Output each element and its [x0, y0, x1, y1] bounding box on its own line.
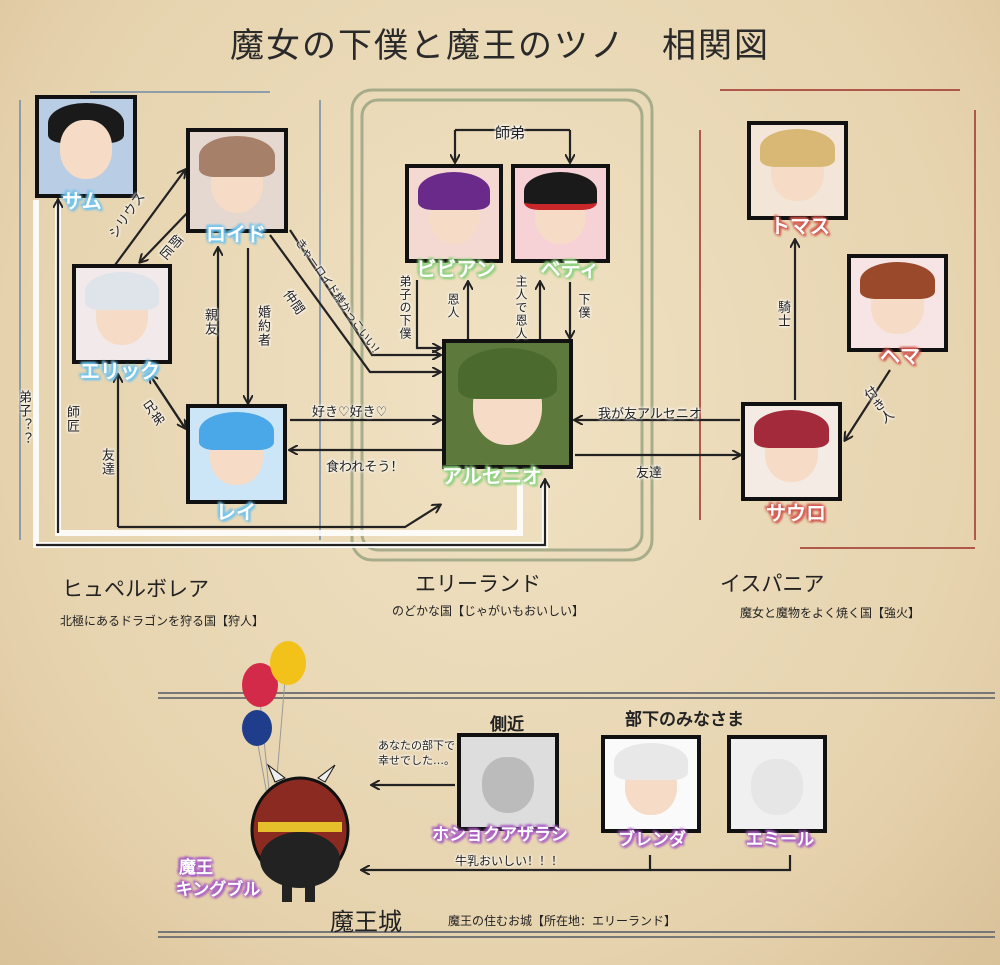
- label-kishi: 騎士: [775, 300, 790, 328]
- label-shisho-sam: 師匠: [64, 405, 79, 433]
- name-arsenio: アルセニオ: [442, 464, 542, 488]
- label-anata: あなたの部下で幸せでした…。: [378, 739, 455, 767]
- king-bull-figure: [250, 763, 350, 902]
- name-king-line1: 魔王: [179, 858, 213, 878]
- region-hyperborea-sub: 北極にあるドラゴンを狩る国【狩人】: [60, 614, 265, 628]
- portrait-saulo[interactable]: [741, 402, 842, 501]
- portrait-hoshoku[interactable]: [457, 733, 559, 831]
- region-ispania: イスパニア: [720, 572, 825, 596]
- portrait-rei[interactable]: [186, 404, 287, 504]
- name-hema: ヘマ: [880, 344, 920, 368]
- name-lloyd: ロイド: [206, 222, 266, 246]
- name-vivian: ビビアン: [416, 257, 496, 281]
- label-gyunyu: 牛乳おいしい！！！: [455, 854, 564, 868]
- portrait-sam[interactable]: [35, 95, 137, 198]
- label-shujin-onjin: 主人で恩人: [514, 275, 528, 340]
- heading-buka: 部下のみなさま: [625, 710, 744, 730]
- portrait-brenda[interactable]: [601, 735, 701, 833]
- portrait-arsenio[interactable]: [442, 339, 573, 469]
- portrait-lloyd[interactable]: [186, 128, 288, 233]
- page-title: 魔女の下僕と魔王のツノ 相関図: [230, 26, 770, 66]
- region-eliland: エリーランド: [415, 572, 541, 596]
- name-king-line2: キングブル: [175, 880, 261, 900]
- region-castle-sub: 魔王の住むお城【所在地：エリーランド】: [448, 914, 677, 928]
- name-sam: サム: [62, 189, 102, 213]
- label-kuware: 食われそう！: [326, 460, 404, 475]
- portrait-hema[interactable]: [847, 254, 948, 352]
- name-eric: エリック: [80, 359, 160, 383]
- region-hyperborea: ヒュペルボレア: [62, 577, 209, 601]
- label-suki: 好き♡好き♡: [312, 405, 388, 420]
- portrait-vivian[interactable]: [405, 164, 503, 263]
- portrait-betty[interactable]: [511, 164, 610, 263]
- portrait-emil[interactable]: [727, 735, 827, 833]
- label-konyakusha: 婚約者: [255, 305, 270, 347]
- name-rei: レイ: [216, 500, 256, 524]
- label-deshi: 弟子？？: [16, 390, 31, 446]
- name-saulo: サウロ: [766, 501, 826, 525]
- region-eliland-sub: のどかな国【じゃがいもおいしい】: [392, 604, 585, 618]
- label-shinyu: 親友: [202, 308, 217, 336]
- name-hoshoku: ホショクアザラシ: [432, 825, 568, 845]
- hyperborea-ornaments: [19, 91, 321, 540]
- name-betty: ベティ: [540, 257, 600, 281]
- heading-sokkin: 側近: [490, 715, 524, 735]
- castle-frame: [158, 692, 995, 938]
- label-wagatomo: 我が友アルセニオ: [598, 407, 702, 422]
- label-geboku: 下僕: [577, 293, 591, 319]
- region-ispania-sub: 魔女と魔物をよく焼く国【強火】: [740, 606, 921, 620]
- name-brenda: ブレンダ: [618, 830, 686, 850]
- label-tomodachi-eric: 友達: [99, 448, 114, 476]
- name-thomas: トマス: [770, 214, 830, 238]
- region-castle: 魔王城: [330, 908, 402, 936]
- label-shitei: 師弟: [495, 124, 526, 142]
- label-tomodachi-saulo: 友達: [636, 466, 663, 481]
- label-onjin: 恩人: [446, 293, 460, 319]
- name-emil: エミール: [746, 830, 814, 850]
- balloons: [242, 641, 306, 801]
- portrait-eric[interactable]: [72, 264, 172, 364]
- portrait-thomas[interactable]: [747, 121, 848, 220]
- label-deshi-geboku: 弟子の下僕: [398, 275, 412, 340]
